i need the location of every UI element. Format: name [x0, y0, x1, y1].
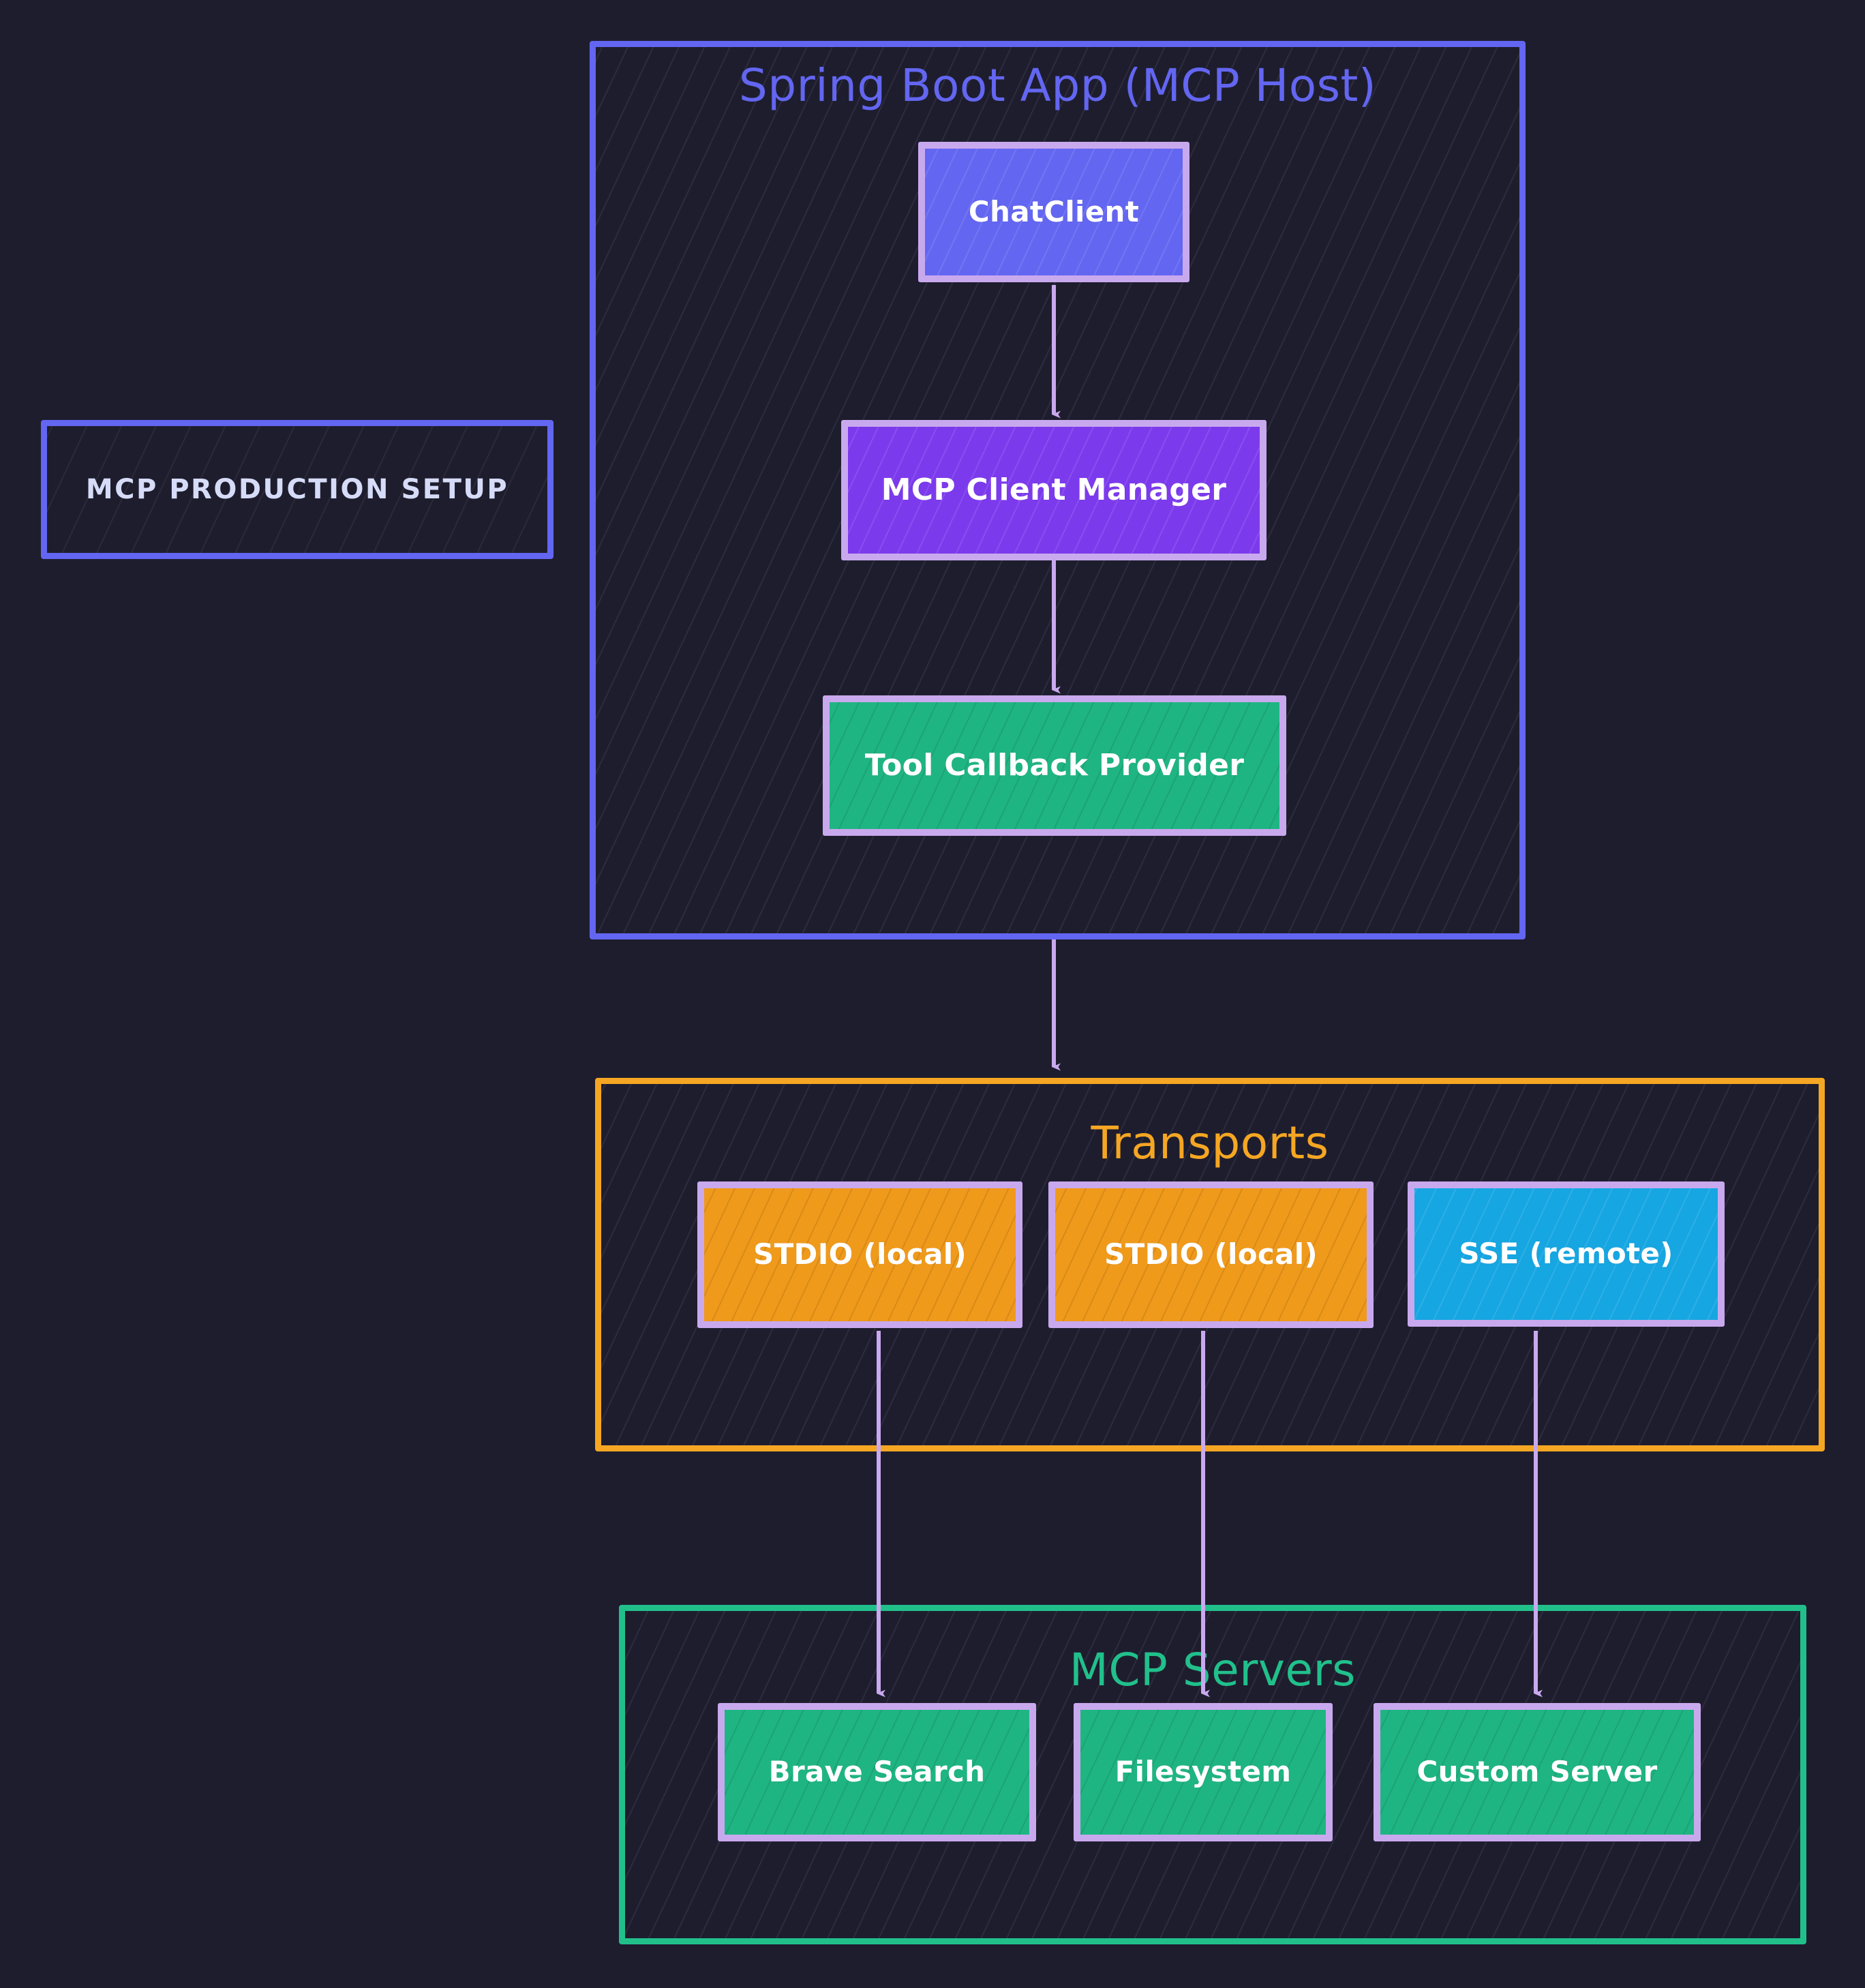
group-title-mcp-servers: MCP Servers: [1069, 1644, 1356, 1696]
node-transport-stdio-1[interactable]: STDIO (local): [697, 1181, 1022, 1328]
node-server-custom[interactable]: Custom Server: [1374, 1703, 1701, 1841]
node-tool-callback-provider[interactable]: Tool Callback Provider: [823, 695, 1286, 836]
legend-box-mcp-production-setup: MCP PRODUCTION SETUP: [41, 420, 554, 559]
node-label: Tool Callback Provider: [864, 747, 1245, 783]
node-transport-sse[interactable]: SSE (remote): [1408, 1181, 1725, 1327]
node-mcp-client-manager[interactable]: MCP Client Manager: [841, 420, 1267, 560]
node-chat-client[interactable]: ChatClient: [918, 142, 1189, 282]
node-server-filesystem[interactable]: Filesystem: [1074, 1703, 1333, 1841]
group-title-spring-boot-app: Spring Boot App (MCP Host): [738, 59, 1377, 112]
node-label: SSE (remote): [1459, 1237, 1673, 1271]
node-server-brave-search[interactable]: Brave Search: [718, 1703, 1036, 1841]
legend-label: MCP PRODUCTION SETUP: [85, 474, 509, 505]
node-label: Brave Search: [768, 1755, 986, 1789]
group-title-transports: Transports: [1091, 1117, 1329, 1169]
node-label: STDIO (local): [753, 1237, 967, 1271]
node-label: ChatClient: [968, 194, 1140, 228]
node-label: Custom Server: [1416, 1755, 1658, 1789]
node-label: MCP Client Manager: [881, 472, 1227, 507]
node-label: STDIO (local): [1104, 1237, 1318, 1271]
node-label: Filesystem: [1115, 1755, 1292, 1789]
node-transport-stdio-2[interactable]: STDIO (local): [1048, 1181, 1374, 1328]
